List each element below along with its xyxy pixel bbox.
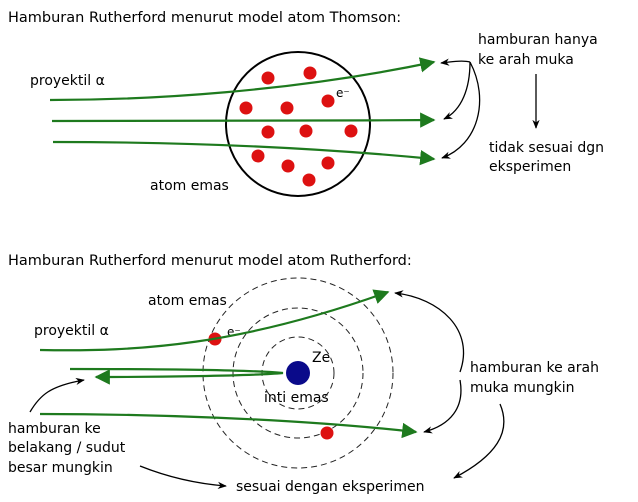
charge-dot (281, 159, 295, 173)
rutherford-conclusion-arrow-right (453, 403, 505, 479)
thomson-conclusion-line1: tidak sesuai dgn (489, 140, 604, 156)
rutherford-back-note-line3: besar mungkin (8, 460, 113, 476)
charge-dot (261, 125, 275, 139)
rutherford-forward-note-line1: hamburan ke arah (470, 360, 599, 376)
thomson-scatter-note-line2: ke arah muka (478, 52, 574, 68)
rutherford-forward-pointer-1 (394, 290, 465, 373)
rutherford-trajectory-top (39, 289, 390, 352)
charge-dot (321, 94, 335, 108)
rutherford-atom-label: atom emas (148, 293, 227, 309)
charge-dot (344, 124, 358, 138)
thomson-projectile-label: proyektil α (30, 73, 105, 89)
charge-dot (299, 124, 313, 138)
orbit-middle (232, 307, 364, 439)
rutherford-conclusion: sesuai dengan eksperimen (236, 479, 424, 495)
charge-dot (280, 101, 294, 115)
orbit-inner (261, 336, 335, 410)
rutherford-projectile-label: proyektil α (34, 323, 109, 339)
thomson-scatter-note-line1: hamburan hanya (478, 32, 598, 48)
rutherford-back-pointer (29, 377, 85, 413)
charge-dot (303, 66, 317, 80)
thomson-trajectory-1 (49, 57, 436, 102)
thomson-trajectory-3 (52, 140, 436, 166)
thomson-conclusion-line2: eksperimen (489, 159, 571, 175)
thomson-trajectory-2 (51, 112, 436, 128)
thomson-positive-charges (239, 66, 358, 187)
thomson-title: Hamburan Rutherford menurut model atom T… (8, 10, 401, 26)
electron-2 (320, 426, 334, 440)
thomson-pointer-2 (443, 61, 471, 120)
rutherford-conclusion-arrow-left (139, 465, 227, 489)
charge-dot (321, 156, 335, 170)
nucleus-charge-label: Ze (312, 350, 330, 366)
rutherford-title: Hamburan Rutherford menurut model atom R… (8, 253, 412, 269)
charge-dot (239, 101, 253, 115)
charge-dot (251, 149, 265, 163)
thomson-atom-label: atom emas (150, 178, 229, 194)
rutherford-forward-pointer-2 (423, 379, 462, 434)
orbit-outer (202, 277, 394, 469)
rutherford-panel: Hamburan Rutherford menurut model atom R… (8, 253, 599, 495)
rutherford-trajectory-backscatter (69, 367, 284, 385)
rutherford-trajectory-bottom (39, 412, 418, 439)
thomson-atom-circle (225, 51, 371, 197)
charge-dot (261, 71, 275, 85)
nucleus-label: inti emas (264, 390, 329, 406)
rutherford-back-note-line1: hamburan ke (8, 421, 101, 437)
thomson-panel: Hamburan Rutherford menurut model atom T… (8, 10, 604, 197)
thomson-pointer-1 (440, 58, 471, 66)
nucleus (286, 361, 310, 385)
charge-dot (302, 173, 316, 187)
rutherford-back-note-line2: belakang / sudut (8, 440, 126, 456)
thomson-pointer-3 (441, 61, 481, 159)
rutherford-forward-note-line2: muka mungkin (470, 380, 575, 396)
thomson-electron-label: e⁻ (336, 86, 350, 100)
